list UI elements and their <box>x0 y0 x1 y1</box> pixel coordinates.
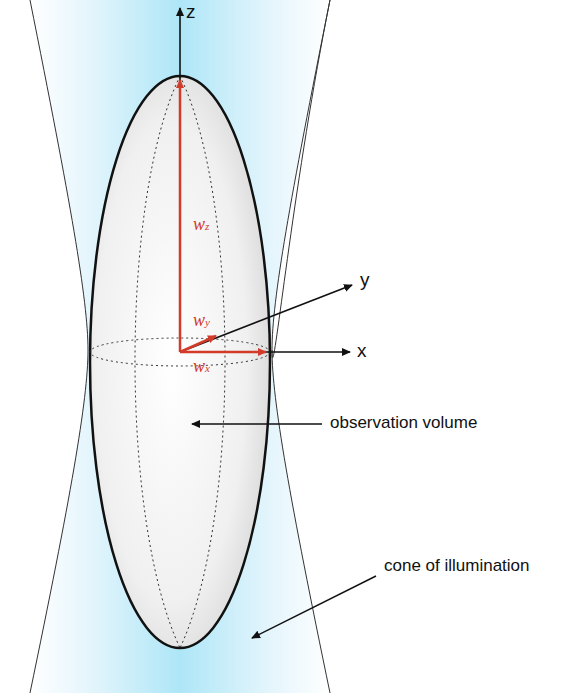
y-axis <box>180 285 352 352</box>
leader-line <box>252 576 376 638</box>
wx-arrow <box>180 351 266 354</box>
observation-ellipsoid <box>90 76 270 648</box>
z-axis <box>179 8 181 352</box>
callout-label: cone of illumination <box>384 557 530 576</box>
semi-axis-label: wz <box>193 215 209 235</box>
illumination-cone <box>30 0 330 693</box>
x-axis <box>180 351 350 353</box>
semi-axis-label: wx <box>193 357 210 377</box>
callout-label: observation volume <box>330 414 477 433</box>
axis-label: z <box>186 2 196 23</box>
wy-arrow <box>180 336 216 352</box>
wz-arrow <box>179 80 182 352</box>
axis-label: y <box>360 270 370 291</box>
axis-label: x <box>357 341 367 362</box>
leader-line <box>192 423 322 424</box>
semi-axis-label: wy <box>193 311 210 331</box>
